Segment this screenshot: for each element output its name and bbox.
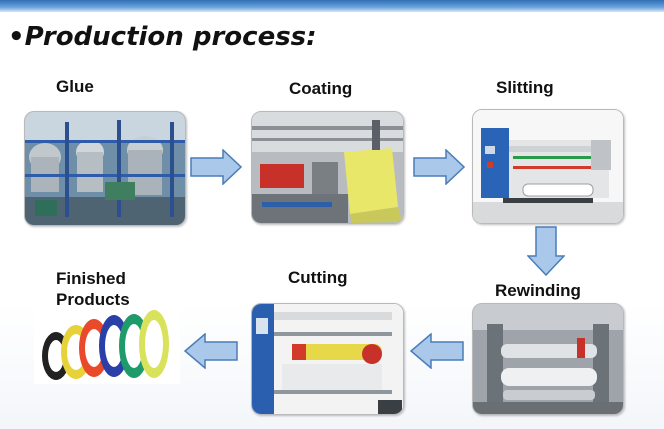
arrow-left-icon xyxy=(410,333,464,369)
step-label-glue: Glue xyxy=(56,77,94,97)
step-label-rewinding: Rewinding xyxy=(495,281,581,301)
step-label-finished-line2: Products xyxy=(56,289,130,310)
step-label-finished-products: Finished Products xyxy=(56,268,130,310)
arrow-down-icon xyxy=(527,226,565,276)
rewinding-machine-photo xyxy=(472,303,624,415)
step-label-cutting: Cutting xyxy=(288,268,347,288)
glue-plant-photo xyxy=(24,111,186,226)
slide-title: •Production process: xyxy=(8,22,317,52)
slitting-machine-photo xyxy=(472,109,624,224)
coating-line-photo xyxy=(251,111,404,224)
arrow-right-icon xyxy=(413,149,465,185)
cutting-machine-photo xyxy=(251,303,404,415)
arrow-right-icon xyxy=(190,149,242,185)
step-label-coating: Coating xyxy=(289,79,352,99)
step-label-slitting: Slitting xyxy=(496,78,554,98)
step-label-finished-line1: Finished xyxy=(56,268,130,289)
arrow-left-icon xyxy=(184,333,238,369)
header-band xyxy=(0,0,664,12)
finished-tape-rolls-image xyxy=(34,308,180,384)
